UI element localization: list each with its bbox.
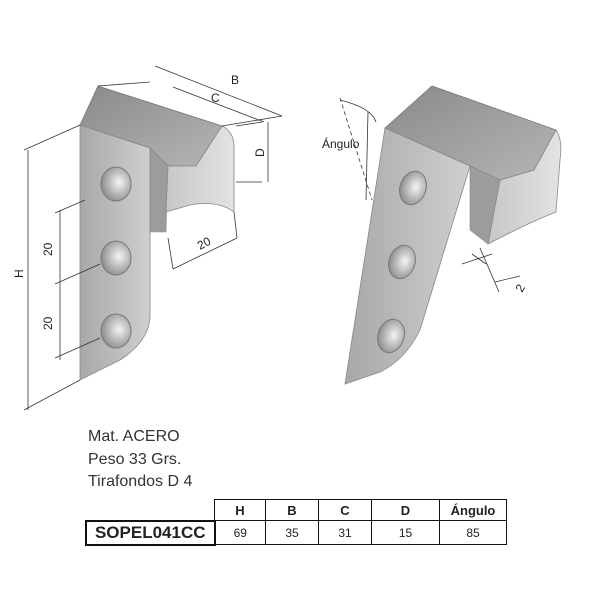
screw-hole-icon [388,244,416,280]
table-row: SOPEL041CC 69 35 31 15 85 [85,519,507,546]
dimension-label-b: B [231,73,239,87]
angle-label: Ángulo [322,136,360,151]
dimension-label-h: H [12,269,26,278]
dimensions-table: H B C D Ángulo SOPEL041CC 69 35 31 15 85 [85,499,507,546]
bracket-technical-drawing: B C D H 20 20 20 Ángulo 2 [12,65,562,411]
table-header-angle: Ángulo [439,499,507,521]
screw-hole-icon [100,240,132,276]
material-spec: Mat. ACERO [88,428,180,445]
bracket-angled-view [344,85,562,385]
table-cell-b: 35 [265,520,319,545]
table-header-d: D [371,499,440,521]
dimension-label-width: 20 [195,234,214,253]
bracket-front-lip [487,129,562,245]
screws-spec: Tirafondos D 4 [88,473,193,490]
dimension-label-pitch-top: 20 [41,242,55,256]
thickness-label: 2 [512,281,528,294]
table-header-row: H B C D Ángulo [86,499,507,522]
table-header-b: B [265,499,319,521]
dimension-label-d: D [253,148,267,157]
table-cell-h: 69 [214,520,266,545]
table-cell-d: 15 [371,520,440,545]
bracket-front-lip [165,125,235,213]
table-header-h: H [214,499,266,521]
table-header-blank [86,499,215,522]
dimension-lines [23,65,283,411]
screw-hole-icon [100,313,132,349]
table-header-c: C [318,499,372,521]
dimension-label-c: C [211,91,220,105]
angle-dimension-lines [339,97,521,293]
bracket-front-view [79,85,235,381]
table-cell-c: 31 [318,520,372,545]
bracket-side-bend [149,147,169,233]
product-code: SOPEL041CC [85,519,216,546]
screw-hole-icon [399,170,427,206]
table-cell-angle: 85 [439,520,507,545]
screw-hole-icon [100,166,132,202]
screw-hole-icon [377,318,405,354]
weight-spec: Peso 33 Grs. [88,451,182,468]
dimension-label-pitch-bottom: 20 [41,316,55,330]
